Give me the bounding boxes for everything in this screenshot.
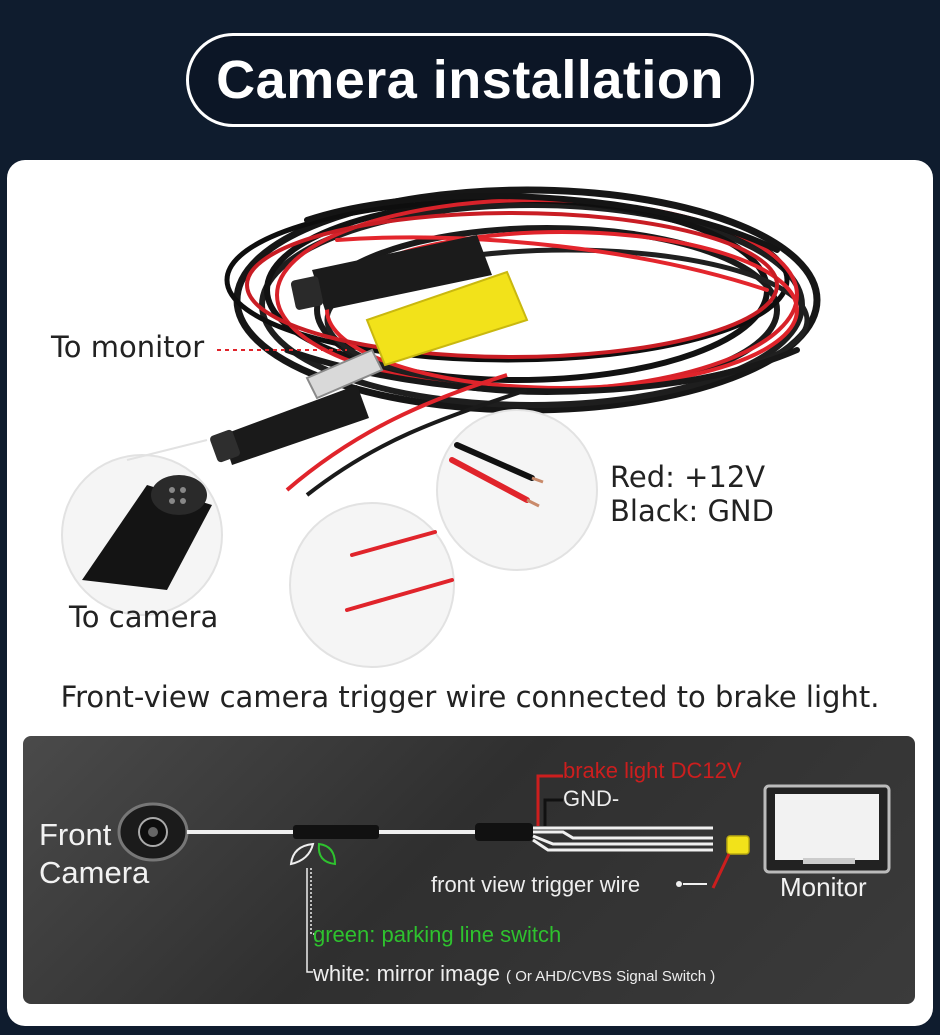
rca-connector bbox=[217, 270, 529, 400]
trigger-wire-zoom bbox=[289, 502, 455, 668]
white-wire-label: white: mirror image ( Or AHD/CVBS Signal … bbox=[313, 961, 715, 987]
black-wire-label: Black: GND bbox=[610, 494, 774, 528]
white-wire-note: ( Or AHD/CVBS Signal Switch ) bbox=[506, 968, 716, 985]
trigger-caption: Front-view camera trigger wire connected… bbox=[60, 680, 880, 714]
gnd-label: GND- bbox=[563, 786, 620, 811]
page-title: Camera installation bbox=[216, 50, 724, 110]
wiring-diagram: Front Camera brake light DC12V GND- fron… bbox=[23, 736, 915, 1004]
power-wire-zoom bbox=[436, 409, 598, 571]
front-camera-line1: Front bbox=[39, 817, 112, 852]
green-wire-label: green: parking line switch bbox=[313, 922, 562, 947]
trigger-wire-label: front view trigger wire bbox=[431, 872, 641, 897]
to-monitor-label: To monitor bbox=[51, 330, 205, 364]
red-wire-label: Red: +12V bbox=[610, 460, 766, 494]
front-camera-label: Front Camera bbox=[39, 816, 149, 892]
monitor-label: Monitor bbox=[780, 872, 867, 902]
product-card: To monitor To camera Red: +12V Black: GN… bbox=[7, 160, 933, 1026]
monitor-plug bbox=[290, 235, 492, 310]
front-camera-line2: Camera bbox=[39, 855, 150, 890]
cable-coil bbox=[224, 186, 821, 414]
camera-plug bbox=[210, 385, 369, 465]
monitor-icon bbox=[763, 784, 891, 874]
title-banner: Camera installation bbox=[186, 33, 754, 127]
power-wire-label: Red: +12V Black: GND bbox=[610, 460, 774, 528]
wiring-diagram-graphic bbox=[117, 774, 891, 973]
white-wire-text: white: mirror image bbox=[313, 961, 501, 986]
camera-connector-zoom bbox=[61, 439, 223, 616]
brake-light-label: brake light DC12V bbox=[563, 758, 742, 783]
front-camera-icon bbox=[117, 802, 189, 862]
cable-photo bbox=[61, 186, 821, 668]
to-camera-label: To camera bbox=[69, 600, 219, 634]
